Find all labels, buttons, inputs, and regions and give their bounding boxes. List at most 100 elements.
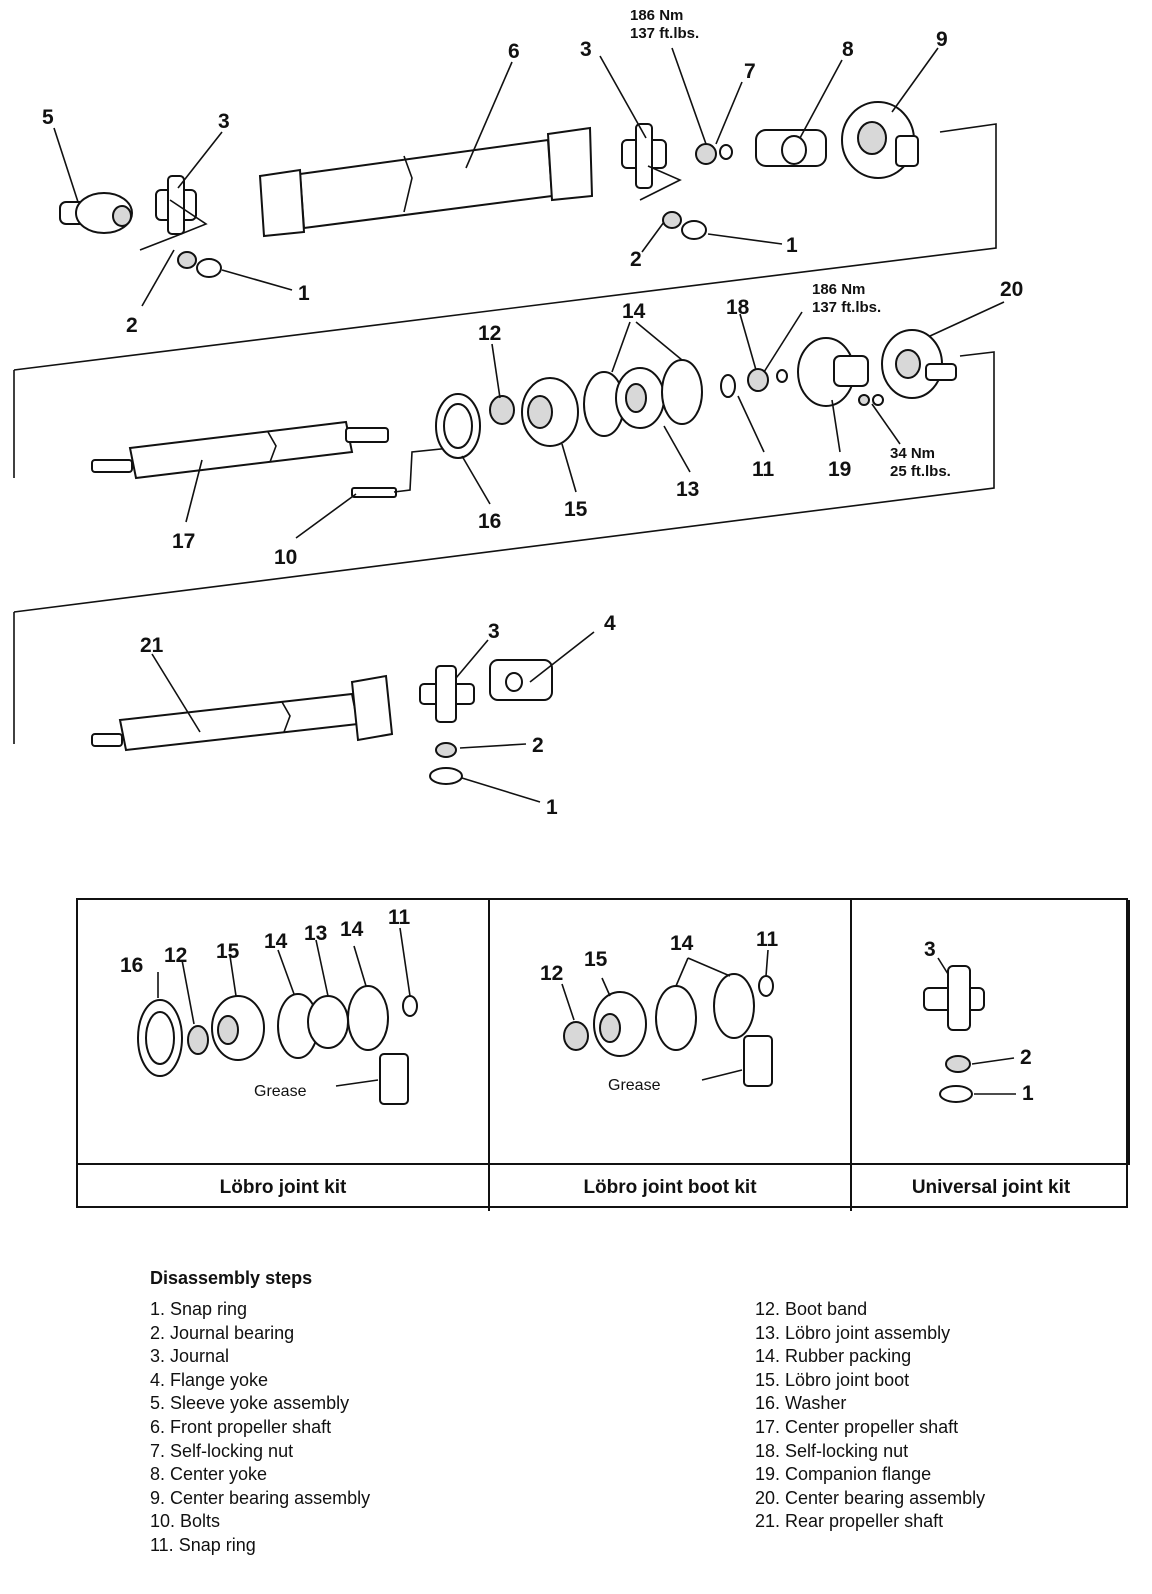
center-bearing-part-1 <box>841 101 919 179</box>
bolts-part <box>351 445 471 498</box>
lobro-joint-boot-part <box>521 377 579 447</box>
step-item: 3. Journal <box>150 1346 230 1367</box>
callout-10: 10 <box>274 546 297 569</box>
step-item: 21. Rear propeller shaft <box>755 1511 944 1532</box>
step-item: 6. Front propeller shaft <box>150 1416 332 1437</box>
disassembly-steps: Disassembly steps 1. Snap ring 2. Journa… <box>150 1268 1110 1555</box>
bolt-nut-part <box>858 394 870 406</box>
journal-part-1 <box>155 175 197 235</box>
step-item: 9. Center bearing assembly <box>150 1487 371 1508</box>
torque-1-ft: 137 ft.lbs. <box>630 25 699 42</box>
step-item: 2. Journal bearing <box>150 1322 295 1343</box>
callout-5: 5 <box>42 106 54 129</box>
torque-3-nm: 34 Nm <box>890 445 935 462</box>
sleeve-yoke-part <box>59 192 133 234</box>
torque-1-nm: 186 Nm <box>630 7 683 24</box>
callout-6: 6 <box>508 40 520 63</box>
kit-3-callout-2: 2 <box>1020 1046 1032 1069</box>
step-item: 12. Boot band <box>755 1299 868 1319</box>
journal-bearing-part-2 <box>662 211 682 229</box>
row2-assembly: 12 14 18 20 11 13 19 16 15 17 10 186 Nm … <box>13 278 1023 613</box>
step-item: 16. Washer <box>755 1393 847 1414</box>
callout-14: 14 <box>622 300 646 323</box>
step-item: 11. Snap ring <box>150 1534 256 1555</box>
callout-2b: 2 <box>630 248 642 271</box>
kit-1-callout-14b: 14 <box>340 918 364 941</box>
kit-3-callout-3: 3 <box>924 938 936 961</box>
kit-label-lobro-joint: Löbro joint kit <box>78 1163 490 1211</box>
steps-column-2: 12. Boot band 13. Löbro joint assembly 1… <box>755 1298 985 1534</box>
snap-ring-part-2 <box>681 220 707 240</box>
journal-part-2 <box>621 123 667 189</box>
bolt-washer-part <box>872 394 884 406</box>
snap-ring-part-3 <box>720 374 736 398</box>
callout-8: 8 <box>842 38 854 61</box>
callout-21: 21 <box>140 634 164 657</box>
kit-3-drawing: 3 2 1 <box>923 938 1034 1105</box>
kit-1-callout-13: 13 <box>304 922 327 945</box>
callout-1b: 1 <box>786 234 798 257</box>
callout-3c: 3 <box>488 620 500 643</box>
boot-band-part <box>489 395 515 425</box>
torque-2-ft: 137 ft.lbs. <box>812 299 881 316</box>
callout-11: 11 <box>752 458 775 481</box>
kit-2-grease-label: Grease <box>608 1077 661 1094</box>
rubber-packing-part-2 <box>661 359 703 425</box>
callout-2c: 2 <box>532 734 544 757</box>
callout-16: 16 <box>478 510 501 533</box>
companion-flange-part <box>797 337 869 407</box>
step-item: 14. Rubber packing <box>755 1346 912 1367</box>
kit-universal-illustration: 3 2 1 <box>852 900 1130 1163</box>
kit-2-callout-15: 15 <box>584 948 608 971</box>
row3-assembly: 21 3 4 2 1 <box>13 612 616 819</box>
journal-part-3 <box>419 665 475 723</box>
callout-12: 12 <box>478 322 501 345</box>
callout-3: 3 <box>218 110 230 133</box>
kit-lobro-boot-illustration: 12 15 14 11 Grease <box>490 900 852 1163</box>
snap-ring-part-4 <box>429 767 463 785</box>
step-item: 20. Center bearing assembly <box>755 1487 986 1508</box>
front-propeller-shaft-part <box>258 126 594 238</box>
washer-part <box>435 393 481 459</box>
step-item: 4. Flange yoke <box>150 1369 269 1390</box>
rear-propeller-shaft-part <box>91 674 394 752</box>
center-bearing-part-2 <box>881 329 957 399</box>
kit-1-callout-11: 11 <box>388 906 411 929</box>
steps-title: Disassembly steps <box>150 1268 313 1288</box>
kit-1-callout-15: 15 <box>216 940 240 963</box>
step-item: 19. Companion flange <box>755 1464 932 1485</box>
self-locking-nut-part-2 <box>747 368 788 392</box>
callout-1c: 1 <box>546 796 558 819</box>
callout-1: 1 <box>298 282 310 305</box>
kit-label-universal: Universal joint kit <box>852 1163 1130 1211</box>
callout-18: 18 <box>726 296 750 319</box>
step-item: 5. Sleeve yoke assembly <box>150 1393 350 1414</box>
snap-ring-part-1 <box>196 258 222 278</box>
callout-7: 7 <box>744 60 756 83</box>
kit-1-callout-12: 12 <box>164 944 187 967</box>
callout-20: 20 <box>1000 278 1023 301</box>
step-item: 15. Löbro joint boot <box>755 1369 910 1390</box>
kit-1-grease-label: Grease <box>254 1083 307 1100</box>
step-item: 18. Self-locking nut <box>755 1440 909 1461</box>
kit-1-callout-16: 16 <box>120 954 143 977</box>
kit-2-callout-11: 11 <box>756 928 779 951</box>
kit-2-drawing: 12 15 14 11 Grease <box>540 928 779 1094</box>
exploded-diagram: 5 3 6 3 7 8 9 2 1 2 1 186 Nm 137 ft.lbs. <box>13 7 1023 819</box>
kit-1-drawing: 16 12 15 14 13 14 11 Grease <box>120 906 418 1105</box>
callout-3b: 3 <box>580 38 592 61</box>
callout-17: 17 <box>172 530 195 553</box>
flange-yoke-part <box>489 659 553 701</box>
step-item: 8. Center yoke <box>150 1464 268 1485</box>
step-item: 10. Bolts <box>150 1511 221 1532</box>
torque-3-ft: 25 ft.lbs. <box>890 463 951 480</box>
self-locking-nut-part-1 <box>695 143 733 165</box>
row1-frame <box>13 123 997 371</box>
kit-table: 16 12 15 14 13 14 11 Grease 12 15 <box>76 898 1130 1211</box>
journal-bearing-part-1 <box>177 251 197 269</box>
lobro-joint-part <box>615 367 665 429</box>
kit-lobro-joint-illustration: 16 12 15 14 13 14 11 Grease <box>78 900 490 1163</box>
callout-2: 2 <box>126 314 138 337</box>
kit-2-callout-12: 12 <box>540 962 563 985</box>
step-item: 13. Löbro joint assembly <box>755 1322 951 1343</box>
